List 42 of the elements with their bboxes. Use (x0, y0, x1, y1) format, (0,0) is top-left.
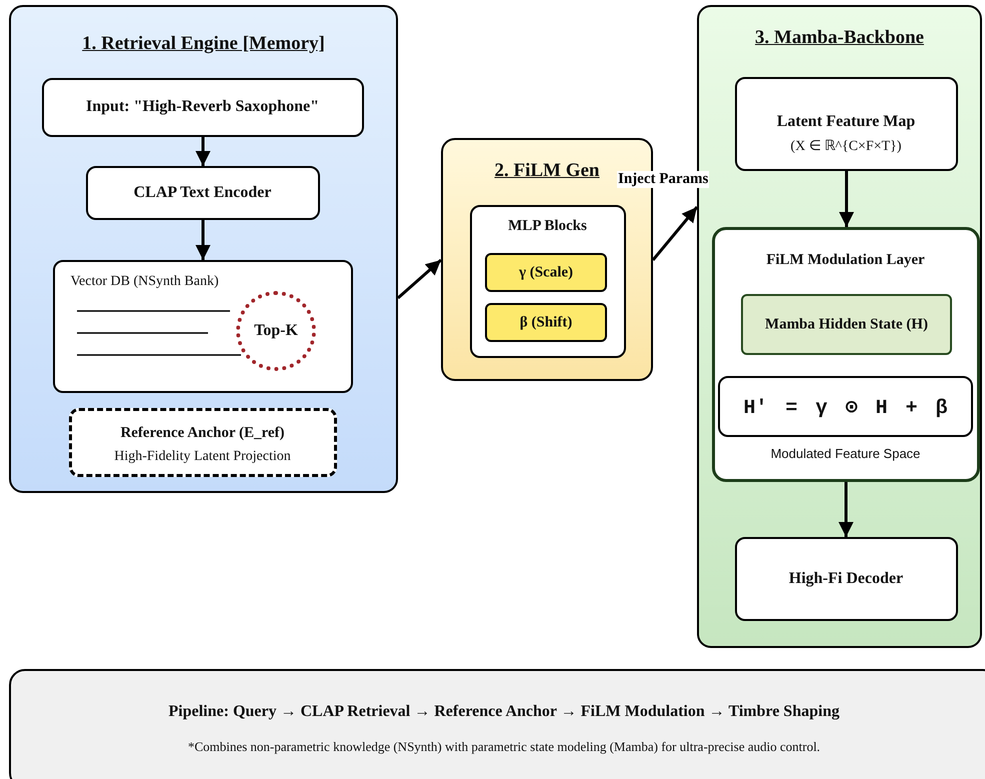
arrow (397, 258, 442, 300)
box-label: Reference Anchor (E_ref) (120, 424, 285, 440)
dashed-box (68, 408, 336, 476)
box-label: Vector DB (NSynth Bank) (70, 274, 219, 288)
arrow (838, 482, 854, 537)
arrow (196, 220, 210, 260)
process-box (42, 78, 364, 136)
process-box (470, 204, 626, 358)
parameter-box (485, 303, 607, 342)
parameter-box (485, 253, 607, 292)
box-label: Latent Feature Map (776, 112, 916, 130)
arrow (839, 171, 854, 227)
box-label: β (Shift) (520, 314, 572, 330)
parameter-box (741, 294, 952, 355)
box-subtitle: (X ∈ ℝ^{C×F×T}) (790, 138, 902, 154)
panel-title: 2. FiLM Gen (494, 160, 600, 181)
box-label: Input: "High-Reverb Saxophone" (86, 98, 319, 115)
box-label: High-Fi Decoder (788, 570, 904, 586)
box-label: γ (Scale) (518, 264, 574, 280)
section-title: FiLM Modulation Layer (766, 252, 925, 268)
process-box (52, 260, 352, 392)
formula-text: H' = γ ⊙ H + β (743, 396, 948, 420)
edge-label: Inject Params (617, 171, 710, 188)
group-panel (9, 5, 398, 493)
process-box (86, 166, 320, 220)
box-label: Top-K (254, 322, 298, 339)
box-subtitle: High-Fidelity Latent Projection (114, 448, 291, 464)
footnote: *Combines non-parametric knowledge (NSynth) with parametric state modeling (Mamba) for ultra-precise audio control. (188, 739, 820, 754)
box-label: Mamba Hidden State (H) (765, 316, 928, 332)
box-label: CLAP Text Encoder (134, 184, 272, 200)
box-label: MLP Blocks (508, 218, 587, 234)
layer-box (712, 226, 980, 482)
arrow (196, 137, 210, 166)
arrow (652, 206, 698, 261)
box-label: Pipeline: Query → CLAP Retrieval → Reference Anchor → FiLM Modulation → Timbre Shaping (168, 703, 840, 720)
process-box (734, 76, 958, 170)
process-box (734, 536, 958, 620)
panel-title: 1. Retrieval Engine [Memory] (82, 33, 325, 54)
formula-box (718, 376, 973, 437)
box-subtitle: Modulated Feature Space (770, 446, 920, 460)
summary-panel (9, 669, 985, 779)
panel-title: 3. Mamba-Backbone (755, 27, 924, 48)
